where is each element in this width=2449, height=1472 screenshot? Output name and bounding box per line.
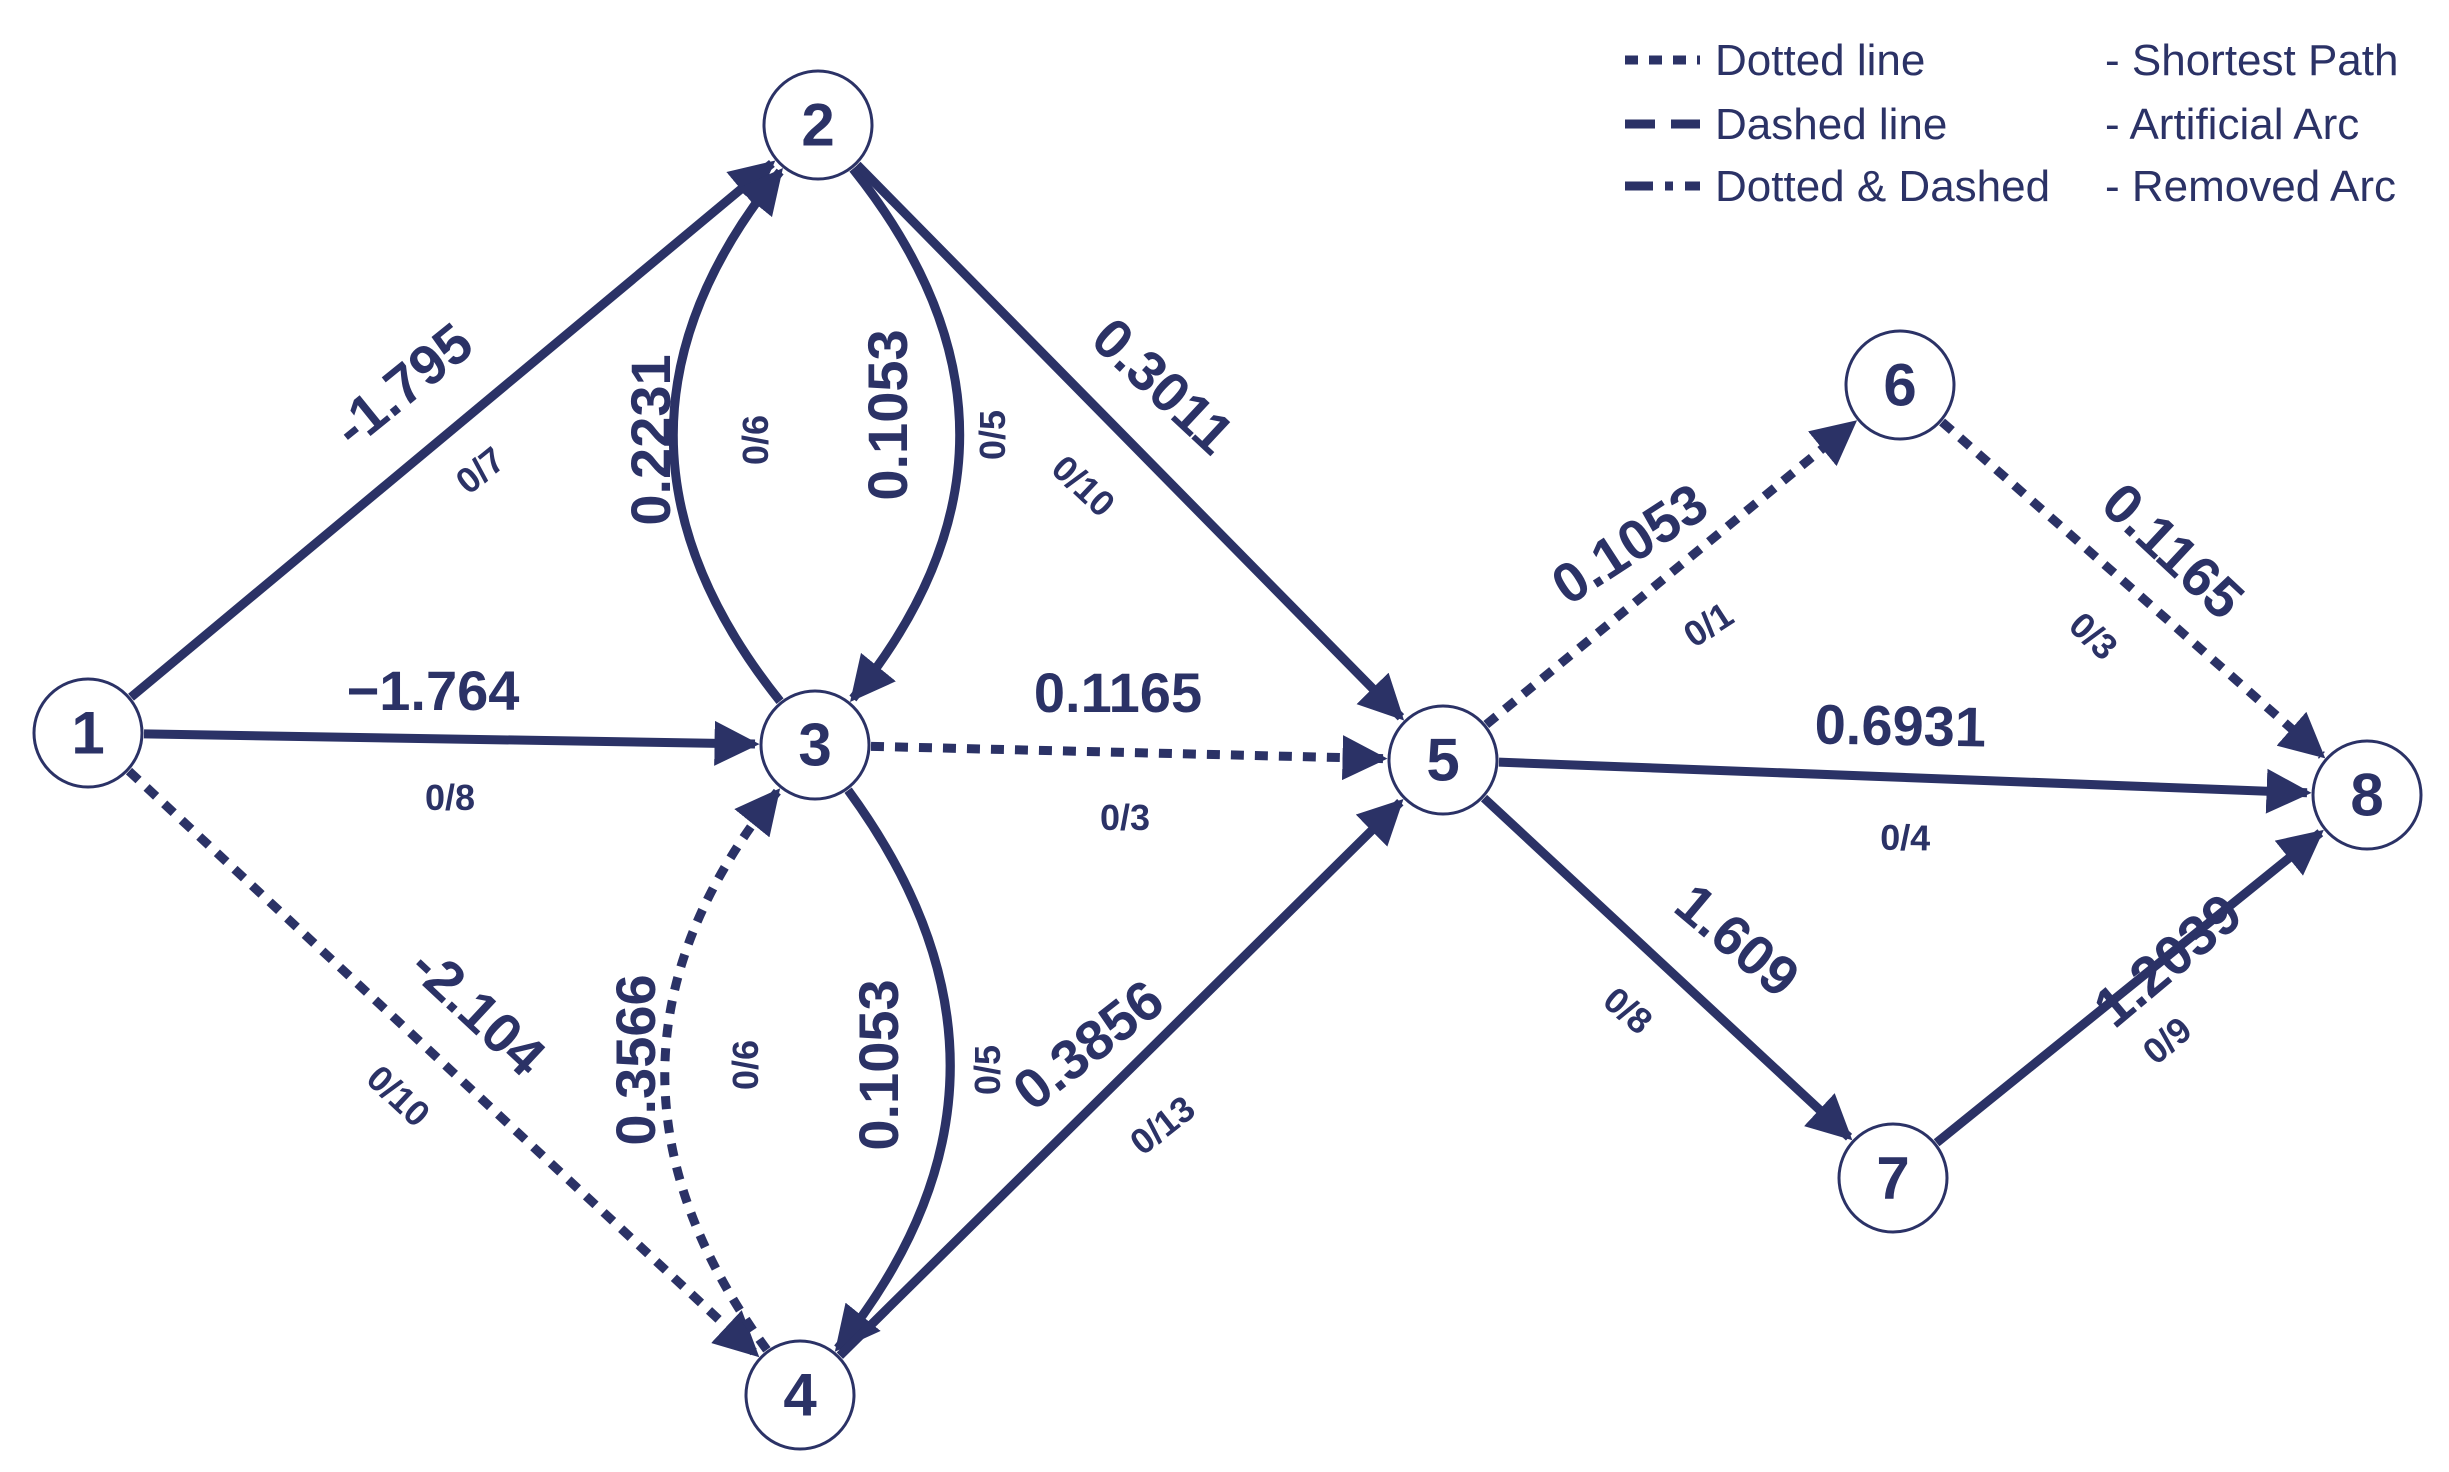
edge-3-5 xyxy=(870,735,1388,781)
edge-4-5 xyxy=(836,798,1404,1359)
node-6: 6 xyxy=(1844,329,1956,441)
node-5: 5 xyxy=(1387,704,1499,816)
edge-1-3-capacity: 0/8 xyxy=(425,777,475,818)
edge-layer xyxy=(125,159,2326,1359)
node-3-label: 3 xyxy=(798,712,831,779)
node-1-label: 1 xyxy=(71,700,104,767)
edge-1-4-capacity: 0/10 xyxy=(359,1057,438,1135)
legend-row-artificial-arc: Dashed line - Artificial Arc xyxy=(1625,100,2359,149)
node-3: 3 xyxy=(759,689,871,801)
edge-3-2-weight: 0.1053 xyxy=(856,329,919,500)
edge-3-5-weight: 0.1165 xyxy=(1034,661,1202,724)
edge-4-3-capacity: 0/5 xyxy=(967,1045,1008,1095)
edge-6-8-weight: 0.1165 xyxy=(2090,470,2256,631)
edge-4-5-capacity: 0/13 xyxy=(1122,1087,1202,1162)
edge-2-5 xyxy=(854,161,1405,721)
edge-6-8-capacity: 0/3 xyxy=(2061,604,2126,668)
legend-line-name: Dashed line xyxy=(1715,100,1947,149)
edge-2-5-weight: 0.3011 xyxy=(1080,305,1246,466)
edge-1-2 xyxy=(128,159,776,701)
edge-3-5-capacity: 0/3 xyxy=(1100,797,1150,838)
edge-1-4-weight: -2.104 xyxy=(399,934,558,1088)
edge-2-3 xyxy=(849,165,965,702)
node-5-label: 5 xyxy=(1426,727,1459,794)
edge-1-3 xyxy=(143,720,760,766)
edge-2-3-weight: 0.2231 xyxy=(619,354,682,525)
node-2: 2 xyxy=(762,69,874,181)
edge-label-layer: -1.795 0/7 −1.764 0/8 -2.104 0/10 0.2231… xyxy=(321,305,2256,1163)
edge-3-4-weight: 0.3566 xyxy=(604,974,667,1145)
edge-5-8-capacity: 0/4 xyxy=(1880,817,1931,859)
edge-3-4 xyxy=(834,787,955,1352)
edge-1-2-weight: -1.795 xyxy=(321,310,484,459)
node-2-label: 2 xyxy=(801,92,834,159)
edge-5-7 xyxy=(1480,794,1853,1141)
edge-1-2-capacity: 0/7 xyxy=(448,439,513,502)
node-7: 7 xyxy=(1837,1122,1949,1234)
legend-meaning: - Removed Arc xyxy=(2105,162,2396,211)
node-1: 1 xyxy=(32,677,144,789)
node-4: 4 xyxy=(744,1339,856,1451)
legend-meaning: - Artificial Arc xyxy=(2105,100,2359,149)
edge-5-8-weight: 0.6931 xyxy=(1814,693,1986,759)
edge-4-3-weight: 0.1053 xyxy=(847,979,910,1150)
legend: Dotted line - Shortest Path Dashed line … xyxy=(1625,36,2398,211)
edge-3-2-capacity: 0/5 xyxy=(972,410,1013,460)
edge-5-6-weight: 0.1053 xyxy=(1540,471,1718,617)
edge-2-3-capacity: 0/6 xyxy=(735,415,776,465)
legend-row-removed-arc: Dotted & Dashed - Removed Arc xyxy=(1625,162,2396,211)
edge-3-4-capacity: 0/6 xyxy=(725,1040,766,1090)
node-6-label: 6 xyxy=(1883,352,1916,419)
node-8: 8 xyxy=(2311,739,2423,851)
edge-5-6-capacity: 0/1 xyxy=(1676,594,1740,656)
edge-5-6 xyxy=(1483,419,1858,728)
legend-line-name: Dotted & Dashed xyxy=(1715,162,2050,211)
node-8-label: 8 xyxy=(2350,762,2383,829)
edge-5-7-capacity: 0/8 xyxy=(1596,979,1661,1043)
legend-line-name: Dotted line xyxy=(1715,36,1925,85)
node-4-label: 4 xyxy=(783,1362,817,1429)
edge-5-8 xyxy=(1498,757,2312,814)
edge-4-3 xyxy=(660,788,781,1353)
edge-2-5-capacity: 0/10 xyxy=(1044,447,1123,525)
edge-3-2 xyxy=(668,168,784,705)
edge-1-3-weight: −1.764 xyxy=(347,659,520,722)
legend-row-shortest-path: Dotted line - Shortest Path xyxy=(1625,36,2398,85)
edge-6-8 xyxy=(1939,418,2326,759)
edge-7-8 xyxy=(1933,829,2324,1147)
node-layer: 1 2 3 4 5 6 7 8 xyxy=(32,69,2423,1451)
legend-meaning: - Shortest Path xyxy=(2105,36,2398,85)
node-7-label: 7 xyxy=(1876,1145,1909,1212)
